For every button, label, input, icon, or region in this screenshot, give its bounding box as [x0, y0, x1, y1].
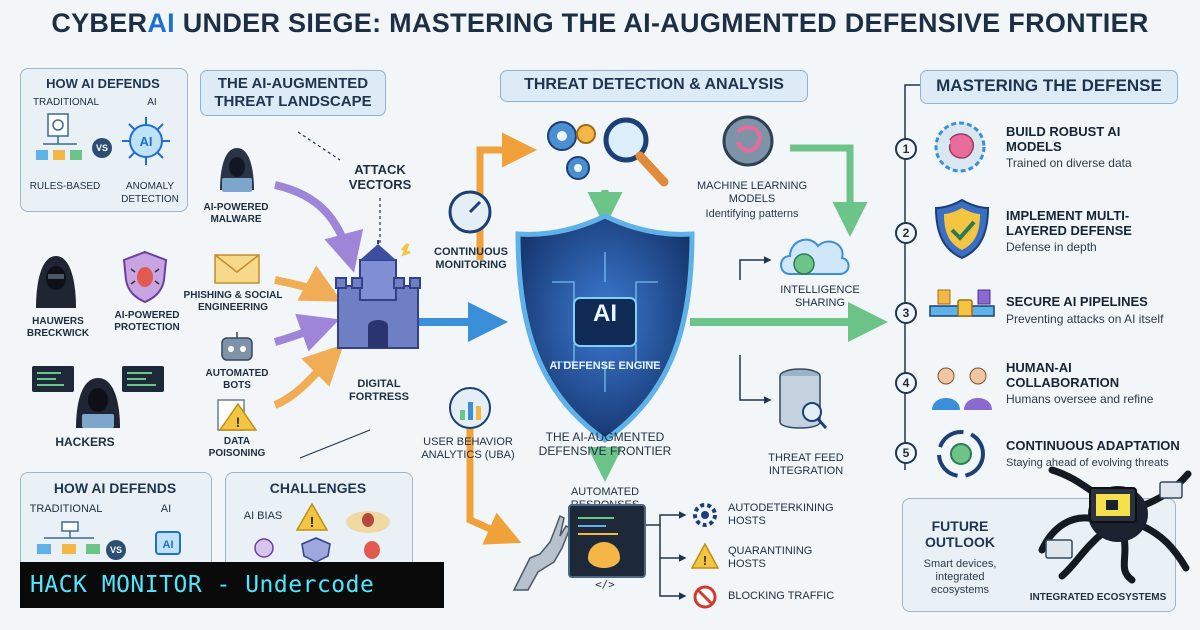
attack-vectors-label: ATTACK VECTORS: [348, 162, 412, 192]
future-outlook-heading: FUTURE OUTLOOK: [925, 518, 995, 550]
ml-models-label: MACHINE LEARNING MODELS: [696, 180, 808, 205]
ai-defense-shield-icon: [515, 213, 695, 444]
hooded-hacker-icon: [220, 148, 254, 192]
future-outlook-desc: Smart devices, integrated ecosystems: [923, 558, 997, 596]
title-prefix: CYBER: [51, 8, 148, 38]
envelope-icon: [214, 254, 260, 284]
traditional-label-bottom: TRADITIONAL: [29, 503, 103, 515]
step-title-1: BUILD ROBUST AI MODELS: [1006, 124, 1121, 154]
rules-based-caption: RULES-BASED: [29, 181, 101, 192]
ai-bias-label: AI BIAS: [243, 510, 283, 522]
flowchart-icon: [36, 113, 82, 160]
step-desc-5: Staying ahead of evolving threats: [1006, 457, 1169, 469]
analytics-icon: [449, 387, 491, 429]
digital-fortress-label: DIGITAL FORTRESS: [349, 378, 409, 403]
ai-powered-protection-label: AI-POWERED PROTECTION: [114, 310, 180, 333]
title-rest: UNDER SIEGE: MASTERING THE AI-AUGMENTED …: [174, 8, 1149, 38]
masked-hacker-icon: [36, 256, 76, 308]
integrated-ecosystems-caption: INTEGRATED ECOSYSTEMS: [1029, 592, 1167, 603]
svg-text:!: !: [703, 553, 707, 568]
svg-text:AI: AI: [163, 539, 174, 551]
gauge-icon: [448, 190, 492, 234]
how-ai-defends-heading-top: HOW AI DEFENDS: [46, 76, 160, 91]
bug-cloud-icon: [346, 511, 390, 533]
traditional-label-top: TRADITIONAL: [32, 97, 100, 108]
shield-check-icon: [934, 198, 990, 260]
response-item-3: BLOCKING TRAFFIC: [728, 590, 835, 602]
attack-vector-label-2: PHISHING & SOCIAL ENGINEERING: [183, 290, 283, 313]
hackers-label: HACKERS: [55, 435, 115, 449]
svg-text:!: !: [310, 514, 315, 531]
gear-icon: [693, 503, 717, 527]
svg-text:AI: AI: [140, 134, 153, 149]
robot-icon: [221, 332, 253, 361]
adaptation-cycle-icon: [937, 430, 985, 478]
engine-ai-text: AI: [593, 300, 617, 327]
attack-vector-label-4: DATA POISONING: [208, 436, 266, 459]
uba-label: USER BEHAVIOR ANALYTICS (UBA): [421, 436, 515, 461]
vs-badge-top: VS: [92, 138, 112, 158]
how-ai-defends-heading-bottom: HOW AI DEFENDS: [53, 480, 177, 496]
challenge-icons-row: [254, 537, 380, 563]
hack-monitor-banner: HACK MONITOR - Undercode: [20, 562, 444, 608]
challenges-heading: CHALLENGES: [269, 480, 367, 496]
ai-chip-icon-bottom: AI: [155, 531, 181, 555]
terminal-lines-icon: [578, 517, 620, 568]
hackers-group-icon: [32, 366, 164, 428]
page-title: CYBERAI UNDER SIEGE: MASTERING THE AI-AU…: [0, 8, 1200, 39]
step-title-2: IMPLEMENT MULTI-LAYERED DEFENSE: [1006, 208, 1132, 238]
step-number-5: 5: [895, 442, 917, 464]
attack-vector-label-1: AI-POWERED MALWARE: [203, 202, 269, 225]
castle-icon: [335, 240, 421, 349]
defensive-frontier-label: THE AI-AUGMENTED DEFENSIVE FRONTIER: [538, 430, 672, 458]
people-icon: [932, 367, 992, 410]
warning-icon-2: !: [690, 542, 720, 569]
bug-shield-icon: [122, 250, 168, 304]
ai-chip-icon: AI: [122, 117, 170, 165]
engine-label: AI DEFENSE ENGINE: [549, 360, 661, 372]
octopus-computer-icon: [1038, 466, 1192, 584]
robot-hand-icon: [512, 514, 571, 591]
intelligence-sharing-label: INTELLIGENCE SHARING: [780, 284, 860, 309]
block-icon: [693, 585, 717, 609]
title-accent: AI: [147, 8, 175, 38]
step-number-3: 3: [895, 302, 917, 324]
flowchart-icon-bottom: [37, 521, 100, 554]
vs-badge-bottom: VS: [106, 540, 126, 560]
warning-icon: !: [295, 502, 329, 531]
step-number-2: 2: [895, 222, 917, 244]
svg-text:!: !: [236, 414, 241, 430]
response-item-1: AUTODETERKINING HOSTS: [728, 502, 834, 527]
threat-detection-heading: THREAT DETECTION & ANALYSIS: [500, 70, 808, 102]
ai-label-top: AI: [147, 97, 157, 108]
anomaly-detection-caption: ANOMALY DETECTION: [121, 181, 179, 205]
step-desc-3: Preventing attacks on AI itself: [1006, 312, 1164, 326]
brain-gear-step-icon: [934, 121, 986, 173]
response-item-2: QUARANTINING HOSTS: [728, 545, 813, 570]
ml-models-desc: Identifying patterns: [705, 208, 799, 220]
threat-landscape-heading: THE AI-AUGMENTED THREAT LANDSCAPE: [200, 70, 386, 116]
brain-gear-icon: [722, 115, 774, 167]
warning-document-icon: !: [217, 399, 258, 431]
hauwers-label: HAUWERS BRECKWICK: [26, 316, 90, 339]
gears-magnifier-icon: [547, 117, 669, 187]
code-symbol: </>: [595, 578, 615, 591]
step-desc-2: Defense in depth: [1006, 240, 1097, 254]
ai-label-bottom: AI: [160, 503, 172, 515]
pipeline-lock-icon: [929, 289, 995, 317]
cloud-globe-icon: [780, 238, 850, 275]
step-title-3: SECURE AI PIPELINES: [1006, 294, 1148, 309]
attack-vector-label-3: AUTOMATED BOTS: [205, 368, 269, 391]
database-icon: [779, 368, 828, 429]
step-number-4: 4: [895, 372, 917, 394]
mastering-defense-heading: MASTERING THE DEFENSE: [920, 70, 1178, 104]
threat-feed-label: THREAT FEED INTEGRATION: [768, 452, 844, 477]
continuous-monitoring-label: CONTINUOUS MONITORING: [434, 246, 508, 271]
step-desc-4: Humans oversee and refine: [1006, 392, 1154, 406]
step-desc-1: Trained on diverse data: [1006, 156, 1132, 170]
step-number-1: 1: [895, 138, 917, 160]
step-title-4: HUMAN-AI COLLABORATION: [1006, 360, 1120, 390]
step-title-5: CONTINUOUS ADAPTATION: [1006, 438, 1180, 453]
